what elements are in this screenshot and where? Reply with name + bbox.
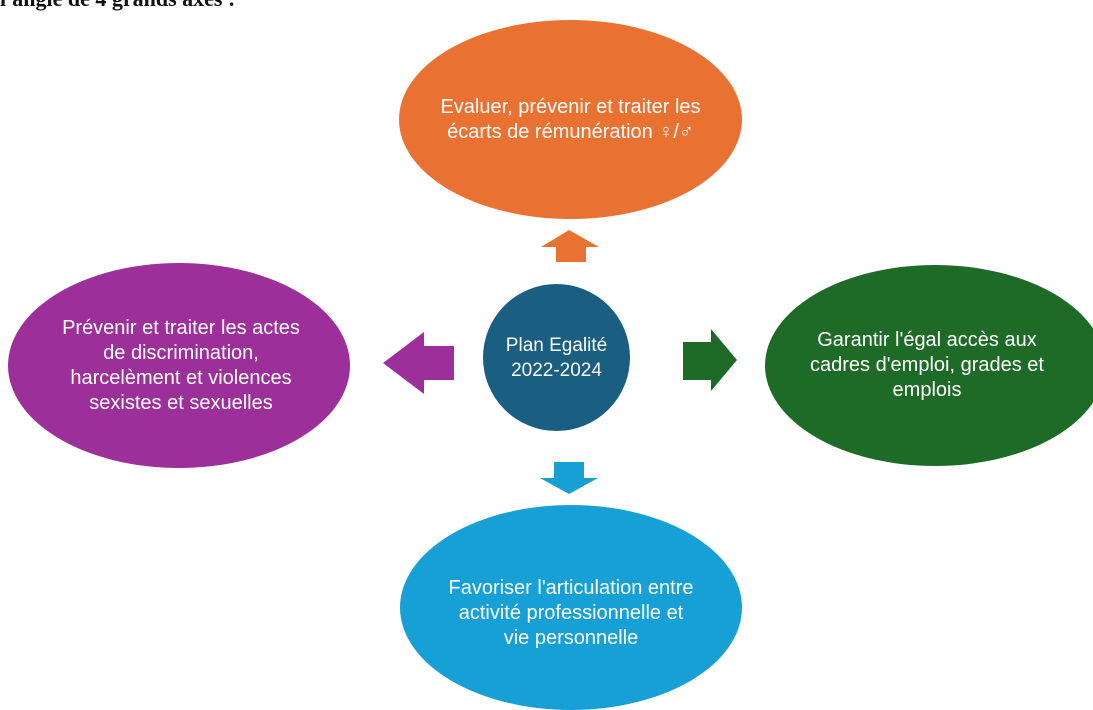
arrow-right [683,329,737,391]
axis-bottom-ellipse: Favoriser l'articulation entre activité … [400,505,742,710]
axis-top-ellipse: Evaluer, prévenir et traiter les écarts … [399,20,742,219]
center-label: Plan Egalité 2022-2024 [505,334,608,381]
arrow-down [540,462,598,494]
arrow-up [541,230,599,262]
axis-right-ellipse: Garantir l'égal accès aux cadres d'emplo… [765,265,1093,466]
axis-bottom-label: Favoriser l'articulation entre activité … [448,577,694,649]
arrow-left [383,332,454,394]
axis-left-ellipse: Prévenir et traiter les actes de discrim… [8,263,350,468]
axis-top-label: Evaluer, prévenir et traiter les écarts … [440,95,701,143]
center-circle: Plan Egalité 2022-2024 [483,284,630,431]
axis-right-label: Garantir l'égal accès aux cadres d'emplo… [810,329,1044,401]
axis-left-label: Prévenir et traiter les actes de discrim… [62,316,300,414]
intro-text: l'angle de 4 grands axes : [0,0,235,12]
